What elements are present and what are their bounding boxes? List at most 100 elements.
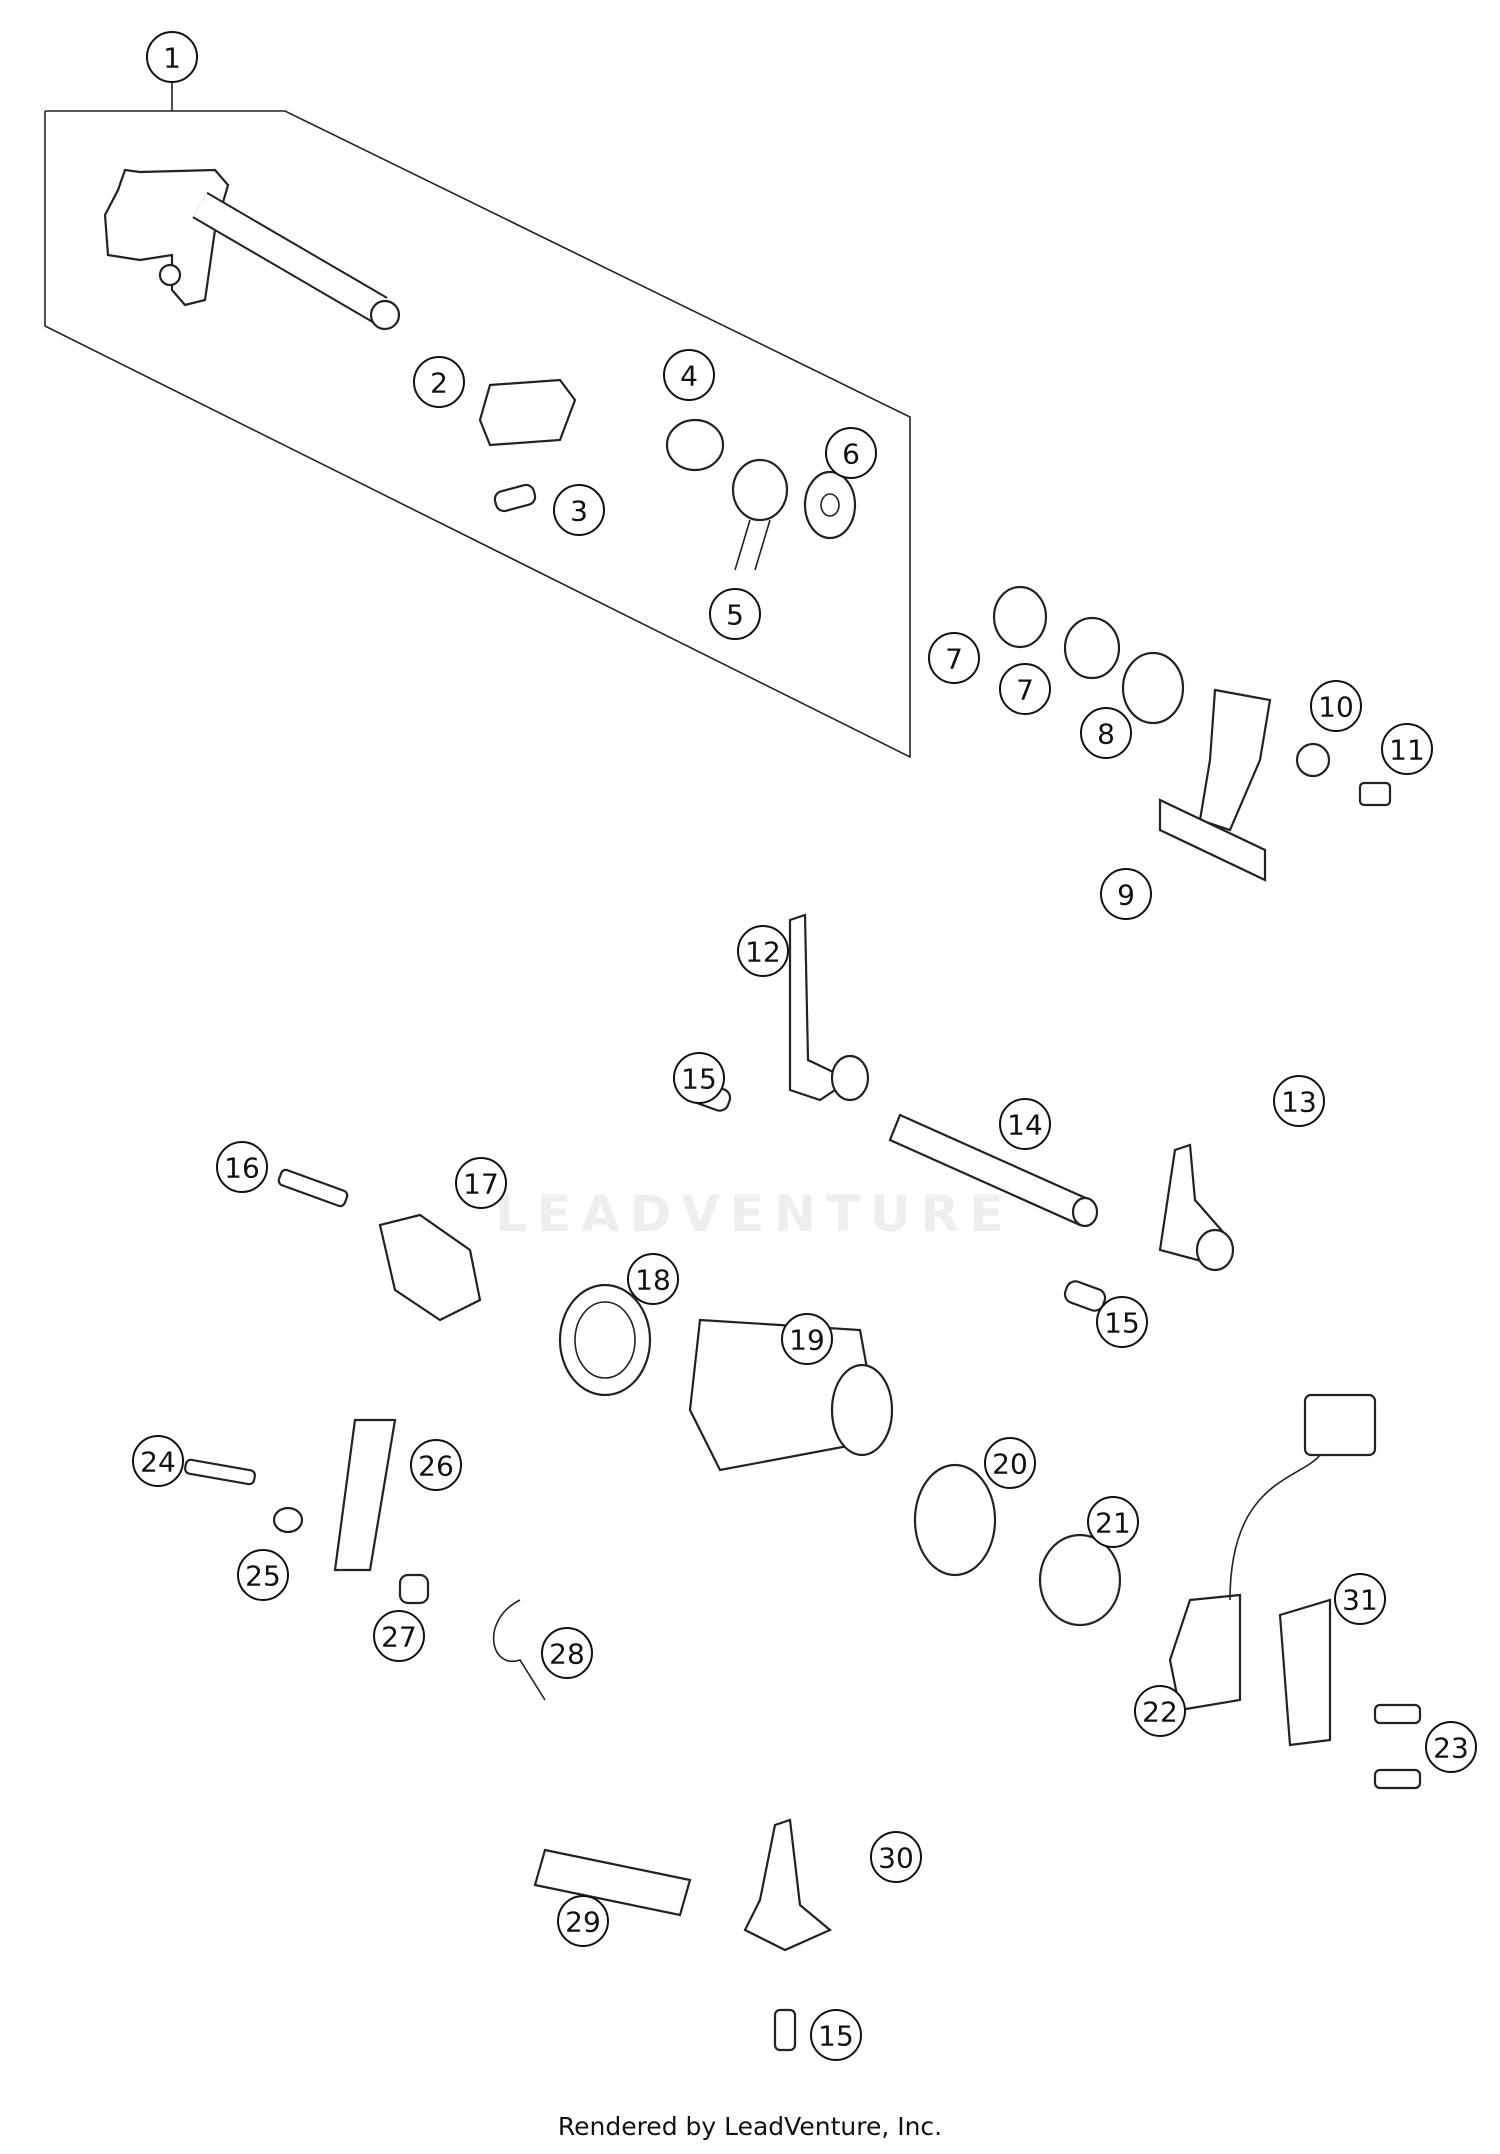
callout-circle <box>1273 1075 1325 1127</box>
callout-circle <box>216 1141 268 1193</box>
callout-number: 8 <box>1097 718 1115 751</box>
callout-7[interactable]: 7 <box>928 632 980 684</box>
callout-circle <box>663 349 715 401</box>
callout-number: 22 <box>1142 1696 1178 1729</box>
callout-28[interactable]: 28 <box>541 1627 593 1679</box>
callout-circle <box>825 427 877 479</box>
callout-number: 15 <box>1104 1307 1140 1340</box>
callout-number: 30 <box>878 1842 914 1875</box>
callout-circle <box>781 1313 833 1365</box>
callout-8[interactable]: 8 <box>1080 707 1132 759</box>
callout-circle <box>1096 1296 1148 1348</box>
callout-3[interactable]: 3 <box>553 484 605 536</box>
callout-29[interactable]: 29 <box>557 1895 609 1947</box>
callout-number: 31 <box>1342 1584 1378 1617</box>
callout-4[interactable]: 4 <box>663 349 715 401</box>
callout-number: 24 <box>140 1446 176 1479</box>
callout-14[interactable]: 14 <box>999 1098 1051 1150</box>
callout-number: 17 <box>463 1168 499 1201</box>
callout-number: 11 <box>1389 734 1425 767</box>
callout-circle <box>1134 1685 1186 1737</box>
callout-5[interactable]: 5 <box>709 588 761 640</box>
assembly-group-box <box>44 83 911 759</box>
callout-circle <box>1425 1721 1477 1773</box>
callout-circle <box>999 1098 1051 1150</box>
callout-number: 7 <box>1016 674 1034 707</box>
callout-23[interactable]: 23 <box>1425 1721 1477 1773</box>
callout-circle <box>1310 680 1362 732</box>
callout-number: 26 <box>418 1450 454 1483</box>
callout-circle <box>627 1253 679 1305</box>
callout-15[interactable]: 15 <box>673 1052 725 1104</box>
callout-10[interactable]: 10 <box>1310 680 1362 732</box>
callout-number: 18 <box>635 1264 671 1297</box>
callout-number: 6 <box>842 438 860 471</box>
callout-30[interactable]: 30 <box>870 1831 922 1883</box>
callout-18[interactable]: 18 <box>627 1253 679 1305</box>
callout-number: 20 <box>992 1448 1028 1481</box>
callout-number: 9 <box>1117 879 1135 912</box>
callout-number: 14 <box>1007 1109 1043 1142</box>
callout-12[interactable]: 12 <box>737 925 789 977</box>
callout-circle <box>413 356 465 408</box>
parts <box>184 378 1422 2052</box>
callout-22[interactable]: 22 <box>1134 1685 1186 1737</box>
callout-circle <box>237 1549 289 1601</box>
watermark: LEADVENTURE <box>495 1185 1014 1243</box>
callout-31[interactable]: 31 <box>1334 1573 1386 1625</box>
callout-7[interactable]: 7 <box>999 663 1051 715</box>
callout-15[interactable]: 15 <box>810 2009 862 2061</box>
callout-number: 19 <box>789 1324 825 1357</box>
callout-24[interactable]: 24 <box>132 1435 184 1487</box>
callout-9[interactable]: 9 <box>1100 868 1152 920</box>
callout-circle <box>1080 707 1132 759</box>
callout-27[interactable]: 27 <box>373 1610 425 1662</box>
callout-2[interactable]: 2 <box>413 356 465 408</box>
callout-number: 16 <box>224 1152 260 1185</box>
callout-26[interactable]: 26 <box>410 1439 462 1491</box>
callout-circle <box>1334 1573 1386 1625</box>
callout-number: 13 <box>1281 1086 1317 1119</box>
callout-number: 21 <box>1095 1507 1131 1540</box>
callout-circle <box>132 1435 184 1487</box>
callout-circle <box>455 1157 507 1209</box>
callout-number: 5 <box>726 599 744 632</box>
callout-6[interactable]: 6 <box>825 427 877 479</box>
callout-circle <box>810 2009 862 2061</box>
callout-number: 27 <box>381 1621 417 1654</box>
callout-circle <box>541 1627 593 1679</box>
callout-number: 29 <box>565 1906 601 1939</box>
callout-circle <box>553 484 605 536</box>
footer-credit: Rendered by LeadVenture, Inc. <box>557 2112 943 2141</box>
callout-number: 7 <box>945 643 963 676</box>
callout-number: 1 <box>163 42 181 75</box>
callout-15[interactable]: 15 <box>1096 1296 1148 1348</box>
callout-20[interactable]: 20 <box>984 1437 1036 1489</box>
callout-number: 28 <box>549 1638 585 1671</box>
callout-11[interactable]: 11 <box>1381 723 1433 775</box>
callout-13[interactable]: 13 <box>1273 1075 1325 1127</box>
callout-1[interactable]: 1 <box>146 31 198 83</box>
callout-circle <box>673 1052 725 1104</box>
callout-number: 4 <box>680 360 698 393</box>
callout-circle <box>928 632 980 684</box>
callout-circle <box>999 663 1051 715</box>
callout-circle <box>1100 868 1152 920</box>
callout-number: 23 <box>1433 1732 1469 1765</box>
callout-number: 25 <box>245 1560 281 1593</box>
callout-circle <box>870 1831 922 1883</box>
callout-21[interactable]: 21 <box>1087 1496 1139 1548</box>
callout-16[interactable]: 16 <box>216 1141 268 1193</box>
callout-circle <box>709 588 761 640</box>
callout-circle <box>984 1437 1036 1489</box>
callout-25[interactable]: 25 <box>237 1549 289 1601</box>
callout-number: 12 <box>745 936 781 969</box>
callout-19[interactable]: 19 <box>781 1313 833 1365</box>
shift-shaft <box>103 168 401 331</box>
callout-number: 15 <box>681 1063 717 1096</box>
callout-circle <box>737 925 789 977</box>
callout-number: 15 <box>818 2020 854 2053</box>
callout-17[interactable]: 17 <box>455 1157 507 1209</box>
